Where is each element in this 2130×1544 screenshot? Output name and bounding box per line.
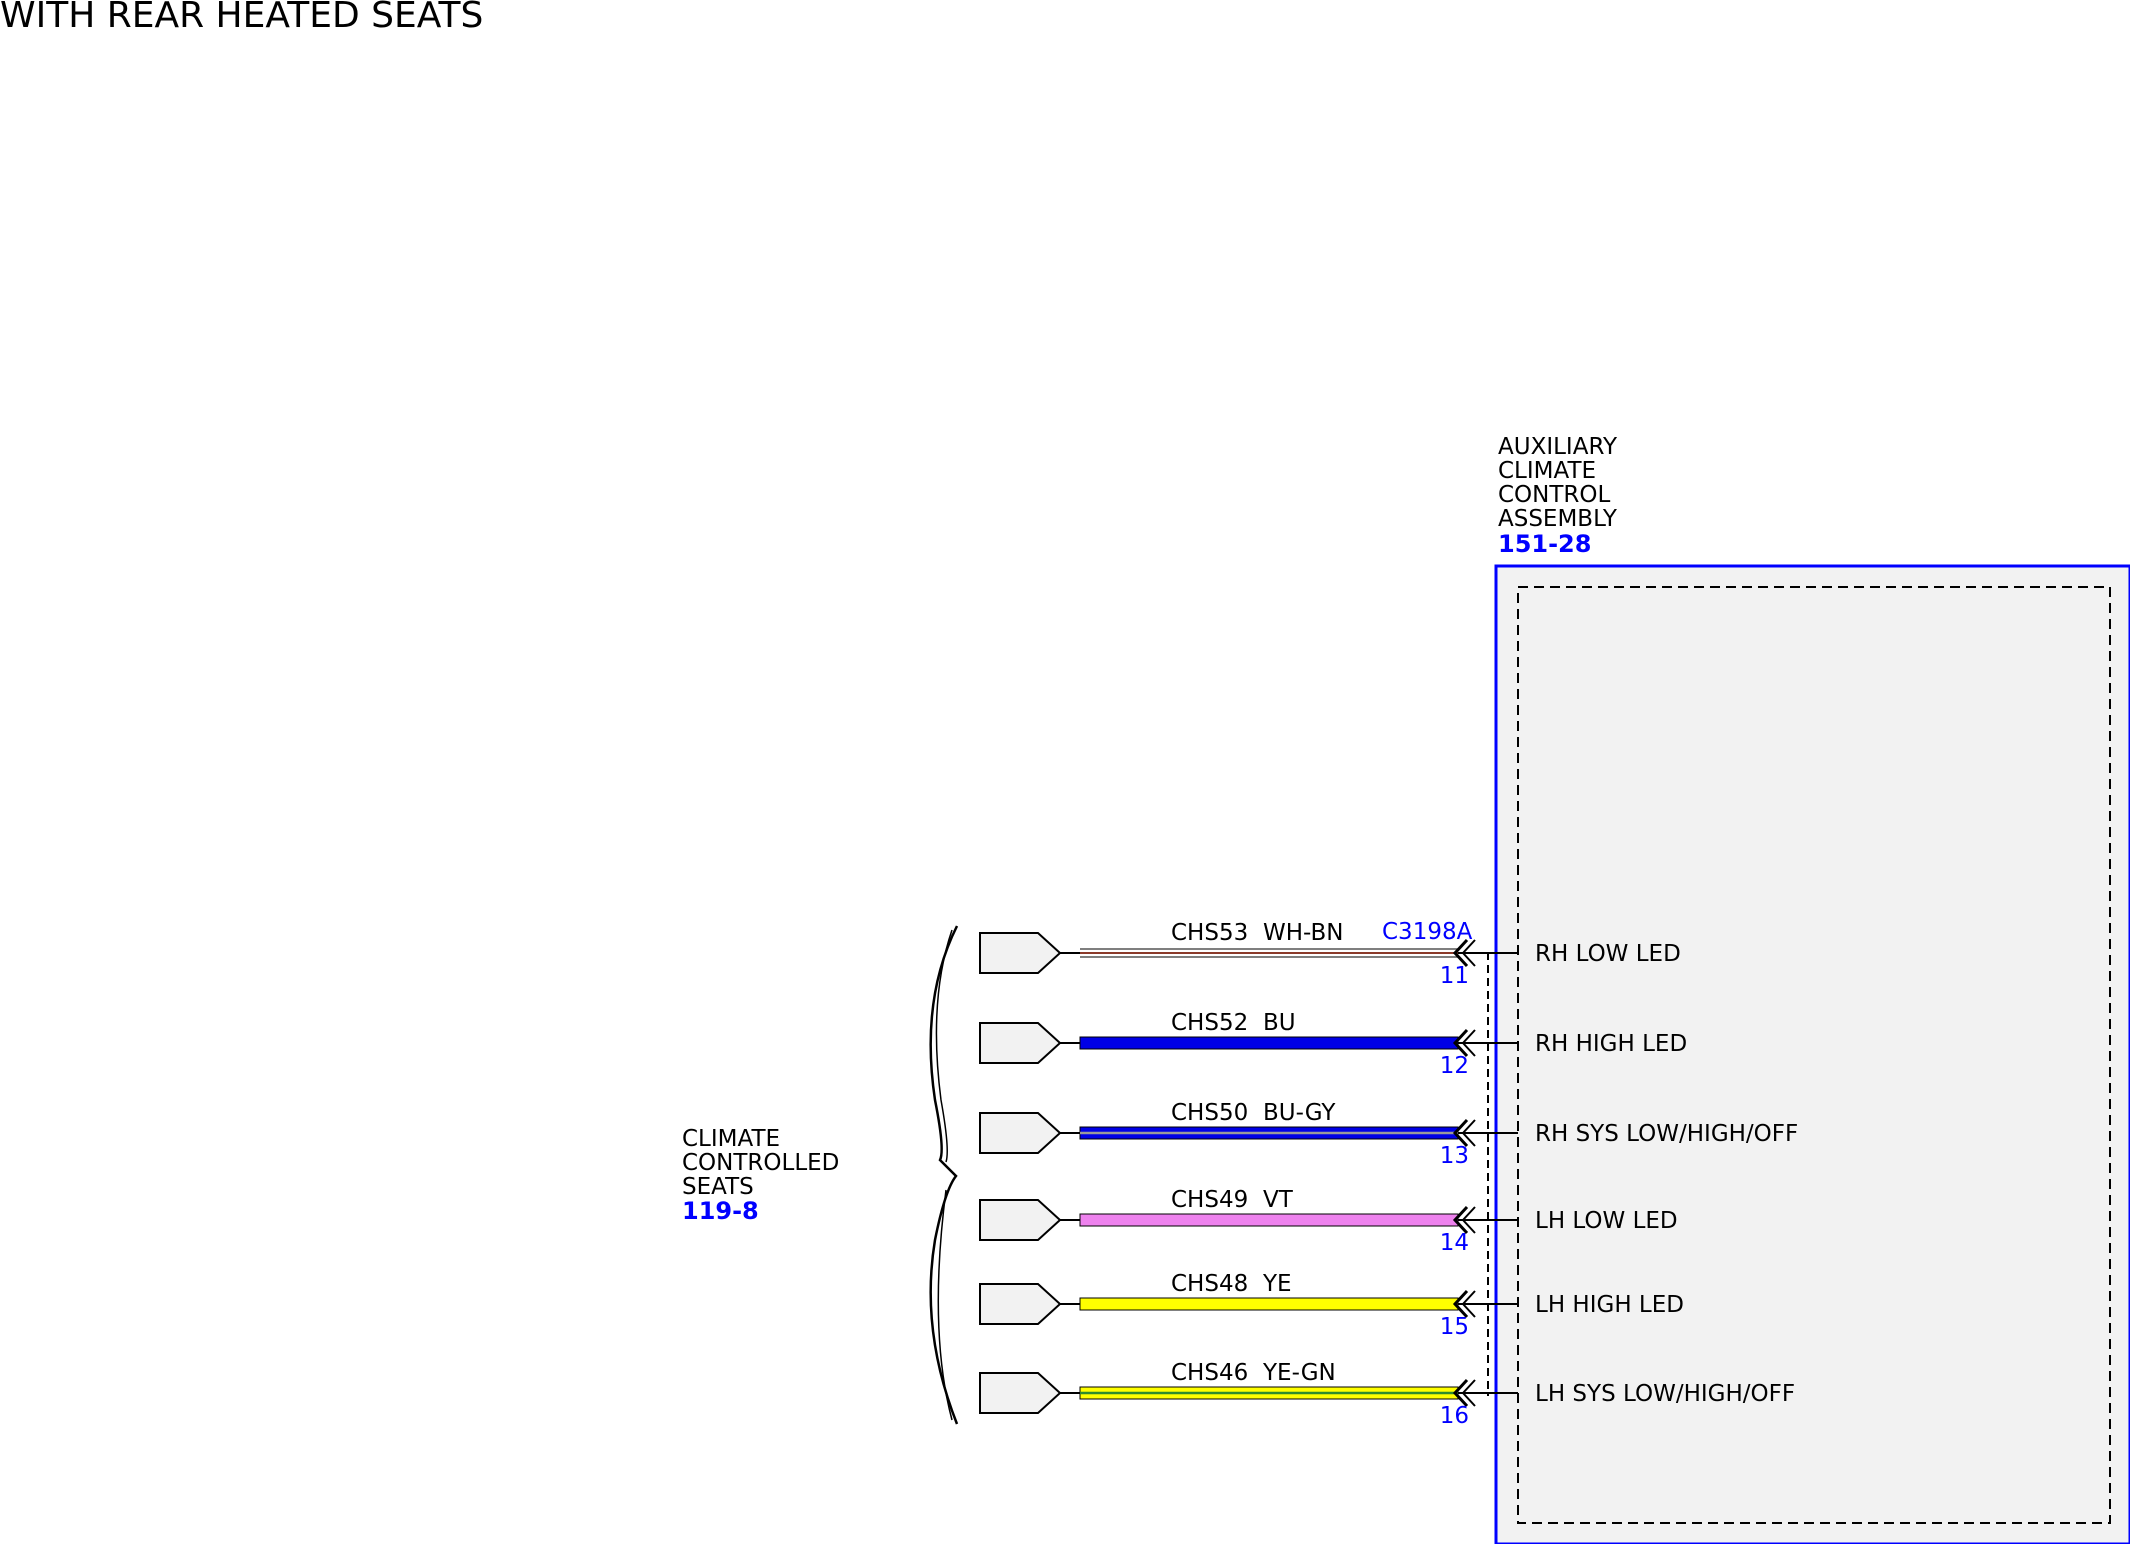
wire [1079, 1213, 1459, 1227]
inline-connector-icon [979, 1372, 1062, 1414]
wire-color-code: VT [1263, 1187, 1294, 1213]
module-name-line: ASSEMBLY [1498, 506, 1618, 532]
module-inner-dashed-outline [1517, 586, 2111, 1524]
pin-number: 13 [1440, 1143, 1469, 1169]
circuit-id: CHS50 [1171, 1100, 1248, 1126]
wire-color-code: YE [1262, 1271, 1292, 1297]
signal-name: LH SYS LOW/HIGH/OFF [1535, 1381, 1795, 1407]
connector-label: C3198A [1382, 919, 1473, 945]
module-assembly [1494, 564, 2130, 1544]
circuit-id: CHS48 [1171, 1271, 1248, 1297]
terminal-arrow-icon [1461, 1290, 1476, 1318]
module-name-line: CLIMATE [1498, 458, 1596, 484]
grouping-brace [929, 925, 959, 1425]
inline-connector-icon [979, 1022, 1062, 1064]
terminal-arrow-icon [1461, 1206, 1476, 1234]
inline-connector-icon [979, 1112, 1062, 1154]
terminal-arrow-icon [1461, 1119, 1476, 1147]
wire-color-code: BU-GY [1263, 1100, 1336, 1126]
wire-color-code: BU [1263, 1010, 1296, 1036]
page-title: WITH REAR HEATED SEATS [0, 0, 483, 36]
pin-number: 12 [1440, 1053, 1469, 1079]
module-label: AUXILIARY CLIMATE CONTROL ASSEMBLY 151-2… [1498, 434, 1618, 558]
destination-name-line: CLIMATE [682, 1126, 780, 1152]
module-name-line: AUXILIARY [1498, 434, 1618, 460]
signal-name: RH SYS LOW/HIGH/OFF [1535, 1121, 1798, 1147]
wire-color-code: WH-BN [1263, 920, 1344, 946]
destination-ref-link[interactable]: 119-8 [682, 1197, 759, 1225]
terminal-arrow-icon [1461, 1029, 1476, 1057]
circuit-id: CHS46 [1171, 1360, 1248, 1386]
grouping-brace-inner [935, 929, 953, 1421]
signal-name: RH HIGH LED [1535, 1031, 1687, 1057]
module-name-line: CONTROL [1498, 482, 1611, 508]
terminal-arrow-icon [1452, 938, 1469, 968]
circuit-id: CHS49 [1171, 1187, 1248, 1213]
inline-connector-icon [979, 932, 1062, 974]
terminal-arrow-icon [1452, 1289, 1469, 1319]
wire [1079, 1036, 1459, 1050]
signal-name: RH LOW LED [1535, 941, 1681, 967]
terminal-arrow-icon [1461, 939, 1476, 967]
signal-name: LH HIGH LED [1535, 1292, 1684, 1318]
pin-number: 14 [1440, 1230, 1469, 1256]
terminal-arrow-icon [1461, 1379, 1476, 1407]
terminal-arrow-icon [1452, 1028, 1469, 1058]
module-outline [1494, 564, 2130, 1544]
terminal-arrow-icon [1452, 1205, 1469, 1235]
destination-name-line: SEATS [682, 1174, 754, 1200]
pin-number: 15 [1440, 1314, 1469, 1340]
circuit-id: CHS53 [1171, 920, 1248, 946]
circuit-id: CHS52 [1171, 1010, 1248, 1036]
terminal-arrow-icon [1452, 1118, 1469, 1148]
inline-connector-icon [979, 1283, 1062, 1325]
pin-number: 16 [1440, 1403, 1469, 1429]
inline-connector-icon [979, 1199, 1062, 1241]
pin-number: 11 [1440, 963, 1469, 989]
module-ref-link[interactable]: 151-28 [1498, 530, 1591, 558]
wire-color-code: YE-GN [1262, 1360, 1336, 1386]
destination-label: CLIMATE CONTROLLED SEATS 119-8 [682, 1126, 839, 1225]
destination-name-line: CONTROLLED [682, 1150, 839, 1176]
signal-name: LH LOW LED [1535, 1208, 1678, 1234]
wire [1079, 1297, 1459, 1311]
terminal-arrow-icon [1452, 1378, 1469, 1408]
circuit-rows: CHS53 WH-BN 11 RH LOW LED CHS52 BU 12 RH HIGH L… [979, 920, 1798, 1429]
